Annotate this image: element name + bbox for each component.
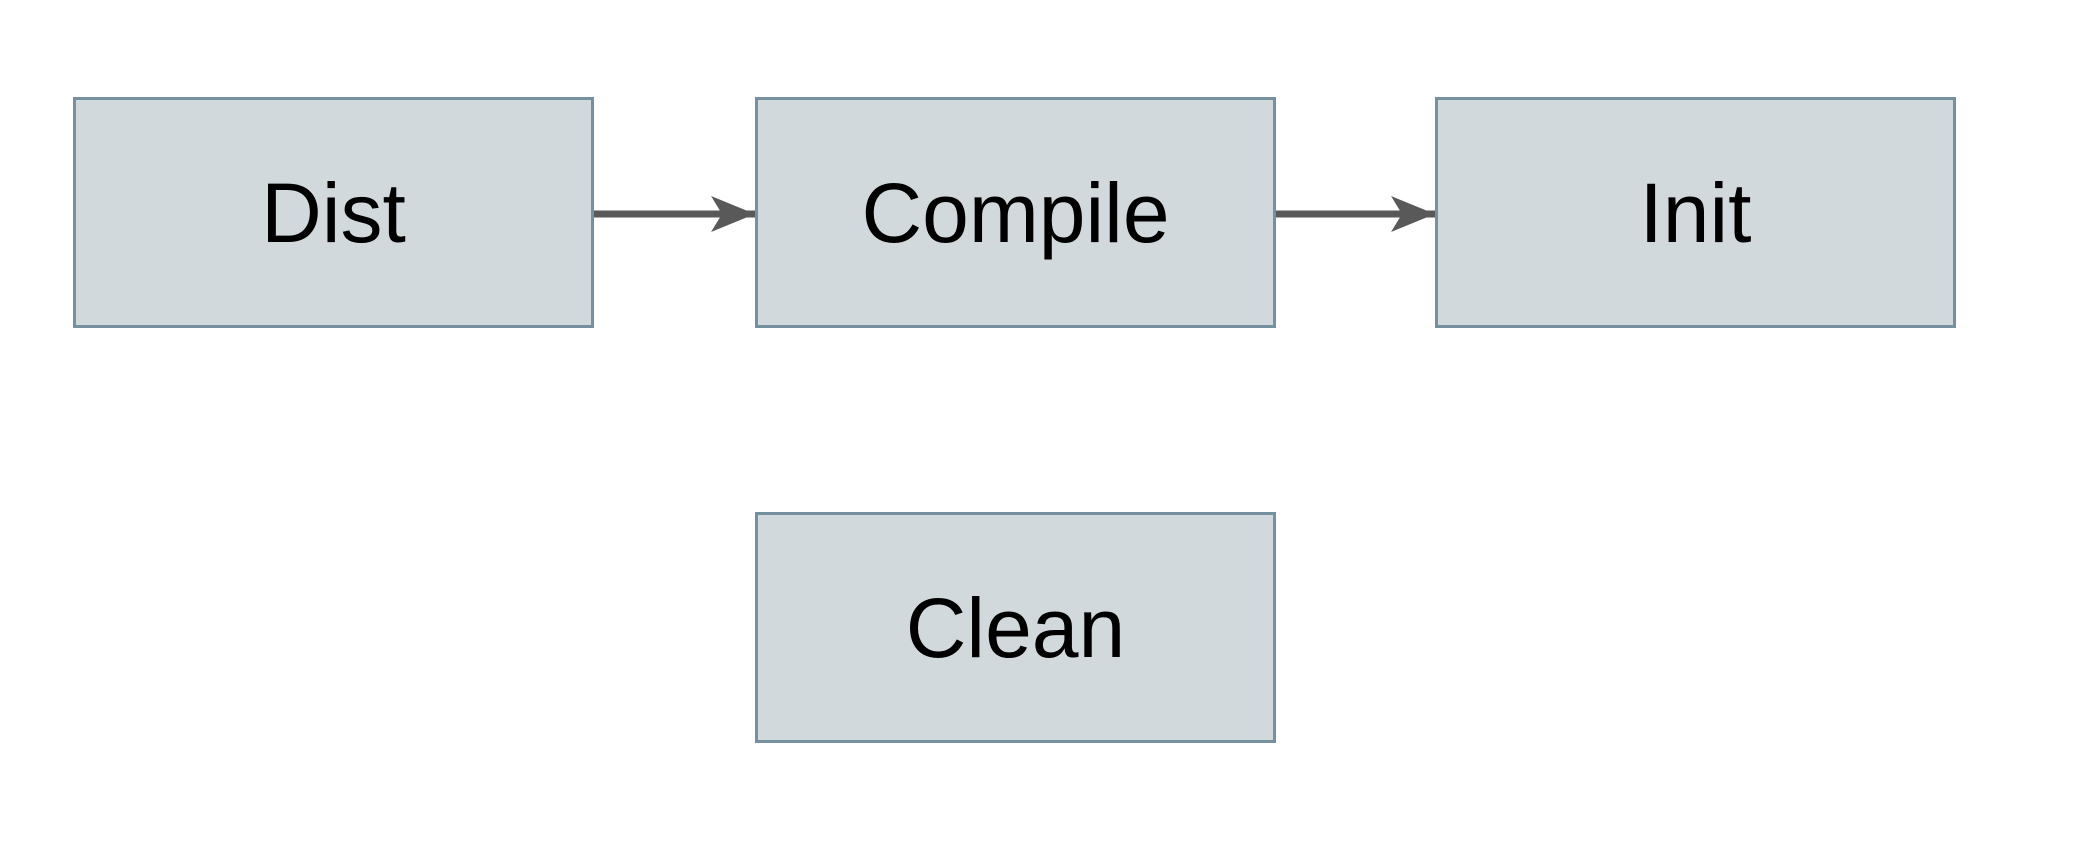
node-dist-label: Dist [261, 165, 406, 260]
node-compile-label: Compile [861, 165, 1170, 260]
node-init-label: Init [1639, 165, 1752, 260]
node-dist[interactable]: Dist [73, 97, 594, 328]
node-compile[interactable]: Compile [755, 97, 1276, 328]
node-init[interactable]: Init [1435, 97, 1956, 328]
node-clean[interactable]: Clean [755, 512, 1276, 743]
node-clean-label: Clean [905, 580, 1126, 675]
